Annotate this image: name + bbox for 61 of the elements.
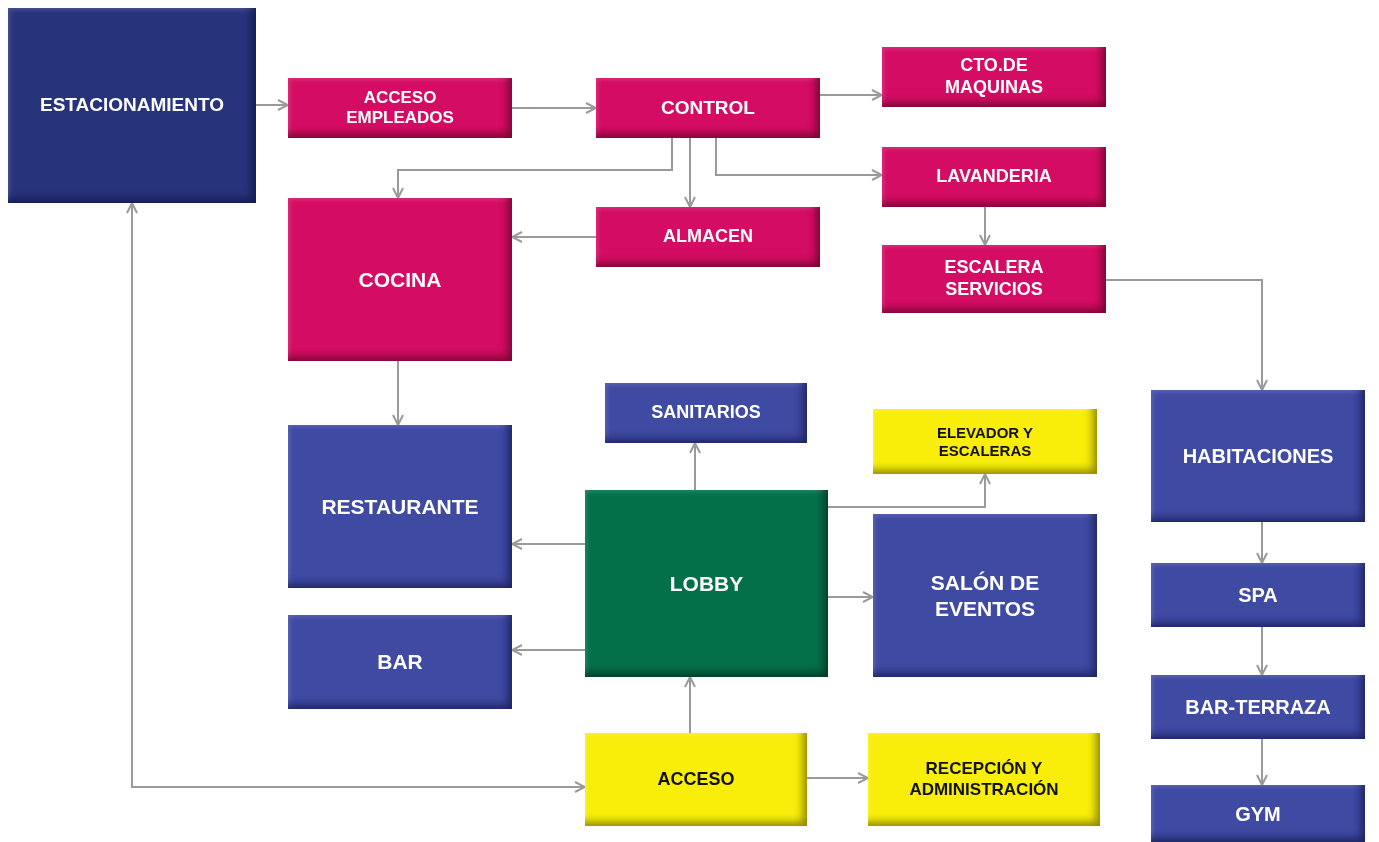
box-label: RESTAURANTE (321, 493, 479, 520)
process-box (873, 409, 1097, 474)
arrow (1256, 626, 1268, 676)
arrow (979, 206, 991, 246)
process-box (868, 733, 1100, 826)
arrow (827, 591, 874, 603)
process-box (288, 78, 512, 138)
arrow (827, 473, 991, 508)
arrow (806, 772, 869, 784)
process-box (882, 47, 1106, 107)
process-box (605, 383, 807, 443)
box-label: ACCESO (657, 768, 735, 791)
arrow (255, 99, 289, 111)
box-label: CONTROL (661, 96, 755, 120)
process-box (873, 514, 1097, 677)
box-label: ACCESO EMPLEADOS (345, 87, 455, 129)
box-label: LOBBY (669, 570, 744, 597)
arrow (392, 137, 673, 199)
box-label: BAR-TERRAZA (1185, 695, 1331, 719)
box-label: ESCALERA SERVICIOS (943, 257, 1045, 301)
process-box (1151, 785, 1365, 842)
process-box (288, 425, 512, 588)
box-label: BAR (377, 649, 423, 675)
arrow (1105, 279, 1268, 391)
process-box (596, 207, 820, 267)
arrow (126, 202, 586, 793)
process-box (1151, 675, 1365, 739)
arrow (511, 644, 586, 656)
process-box (882, 245, 1106, 313)
arrow (684, 676, 696, 734)
box-label: COCINA (358, 266, 442, 293)
box-label: LAVANDERIA (936, 166, 1052, 188)
process-box (585, 733, 807, 826)
process-box (288, 198, 512, 361)
process-box (1151, 390, 1365, 522)
process-box (8, 8, 256, 203)
process-box (882, 147, 1106, 207)
arrow (511, 231, 597, 243)
arrow (715, 137, 883, 181)
box-label: RECEPCIÓN Y ADMINISTRACIÓN (908, 759, 1060, 800)
box-label: HABITACIONES (1182, 444, 1334, 468)
process-box (585, 490, 828, 677)
box-label: GYM (1235, 801, 1281, 826)
box-label: ALMACEN (663, 226, 753, 248)
arrow (392, 360, 404, 426)
arrow (819, 89, 883, 101)
arrow (1256, 521, 1268, 564)
arrow (1256, 738, 1268, 786)
arrow (684, 137, 696, 208)
arrow (511, 538, 586, 550)
box-label: ESTACIONAMIENTO (40, 94, 224, 117)
process-box (288, 615, 512, 709)
box-label: SPA (1238, 583, 1278, 607)
box-label: CTO.DE MAQUINAS (944, 55, 1044, 99)
process-box (1151, 563, 1365, 627)
box-label: ELEVADOR Y ESCALERAS (935, 423, 1035, 460)
box-label: SALÓN DE EVENTOS (929, 570, 1041, 621)
box-label: SANITARIOS (651, 402, 761, 424)
arrow (689, 442, 701, 491)
process-box (596, 78, 820, 138)
arrow (511, 102, 597, 114)
